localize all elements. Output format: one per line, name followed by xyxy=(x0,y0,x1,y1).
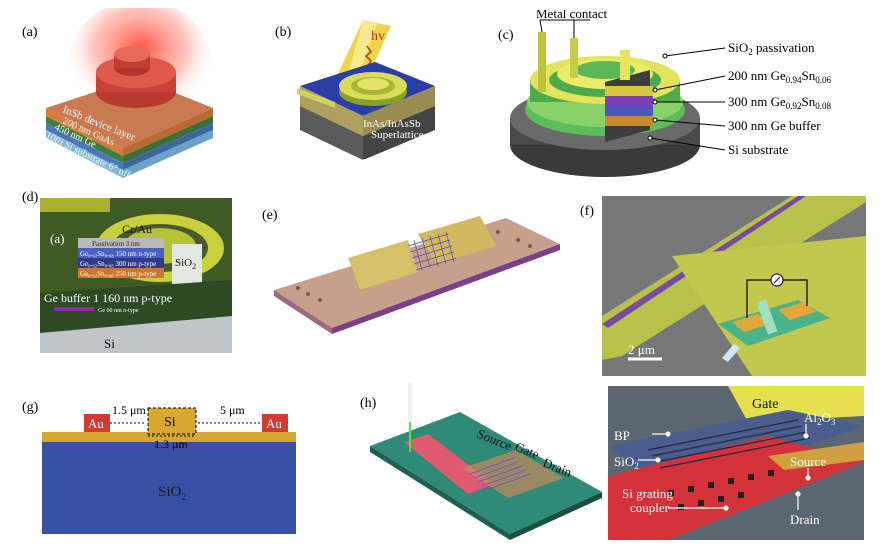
callout-grating-line1: Si grating xyxy=(622,486,673,501)
dim-1-5um: 1.5 μm xyxy=(112,403,146,417)
ge-buffer-label: 300 nm Ge buffer xyxy=(728,118,821,133)
panel-d-inner-label: (a) xyxy=(50,231,64,246)
ge-buffer-p-label: Ge buffer 1 160 nm p-type xyxy=(44,291,172,305)
callout-source-label: Source xyxy=(790,454,826,469)
panel-b-illustration: hv InAs/InAsSb Superlattice GaSb on Si b… xyxy=(297,20,435,167)
panel-c-illustration: Metal contact SiO2 passivation 200 nm Ge… xyxy=(510,10,832,177)
dim-1-3um: 1.3 μm xyxy=(154,437,188,451)
panel-b-label: (b) xyxy=(275,25,292,40)
passivation-label: Passivation 3 nm xyxy=(92,240,140,248)
panel-e-label: (e) xyxy=(262,208,278,223)
scale-bar-label: 2 μm xyxy=(628,342,655,357)
si-substrate-label: Si substrate xyxy=(728,142,789,157)
panel-f-illustration: 2 μm xyxy=(602,196,866,376)
panel-f-label: (f) xyxy=(580,204,594,219)
panel-b-layer-1: InAs/InAsSb xyxy=(363,118,421,130)
layer-gesn-008-label: 300 nm Ge0.92Sn0.08 xyxy=(728,94,832,111)
panel-g-illustration: Au Au Si 1.5 μm 5 μm 1.3 μm SiO2 xyxy=(42,403,296,534)
panel-d-si-label: Si xyxy=(104,336,115,351)
panel-d-sio2-label: SiO2 xyxy=(175,257,196,271)
layer-gesn-006-label: 200 nm Ge0.94Sn0.06 xyxy=(728,68,832,85)
gesn-row-3: Ge₀.₉₂Sn₀.₀₈ 250 nm p-type xyxy=(80,270,156,278)
callout-grating-line2: coupler xyxy=(630,500,670,515)
au-right-label: Au xyxy=(266,416,282,431)
panel-g-sio2-label: SiO2 xyxy=(158,484,186,503)
gesn-row-2: Ge₀.₉₂Sn₀.₀₈ 300 nm p-type xyxy=(80,260,156,268)
panel-h-detail-illustration: Gate Al2O3 BP SiO2 Source Si grating cou… xyxy=(608,386,864,540)
dim-5um: 5 μm xyxy=(220,403,245,417)
panel-g-label: (g) xyxy=(22,400,39,415)
panel-h-device-illustration: Source Gate Drain xyxy=(370,382,602,540)
panel-c-label: (c) xyxy=(498,28,514,43)
callout-al2o3-label: Al2O3 xyxy=(804,410,836,427)
panel-b-layer-3: GaSb on Si buffer xyxy=(335,155,415,167)
panel-h-label: (h) xyxy=(360,396,377,411)
cr-au-label: Cr/Au xyxy=(122,222,152,236)
panel-d-label: (d) xyxy=(22,190,39,205)
panel-d-illustration: (a) Cr/Au Passivation 3 nm Ge₀.₉₂Sn₀.₀₈ … xyxy=(40,198,232,353)
callout-bp-label: BP xyxy=(614,428,630,443)
gesn-row-1: Ge₀.₉₂Sn₀.₀₈ 150 nm n-type xyxy=(80,250,156,258)
panel-b-layer-2: Superlattice xyxy=(371,129,424,141)
si-ridge-label: Si xyxy=(164,415,176,430)
ge-60nm-label: Ge 60 nm n-type xyxy=(98,308,139,314)
sio2-passivation-label: SiO2 passivation xyxy=(728,40,815,57)
panel-a-illustration: InSb device layer 200 nm GaAs 450 nm Ge … xyxy=(41,8,213,180)
callout-drain-label: Drain xyxy=(790,512,820,527)
au-left-label: Au xyxy=(88,416,104,431)
panel-e-illustration xyxy=(274,216,560,334)
callout-sio2-label: SiO2 xyxy=(614,454,639,471)
metal-contact-label: Metal contact xyxy=(536,10,607,21)
photon-label: hv xyxy=(371,29,385,44)
panel-a-label: (a) xyxy=(22,25,38,40)
callout-gate-label: Gate xyxy=(752,397,778,412)
